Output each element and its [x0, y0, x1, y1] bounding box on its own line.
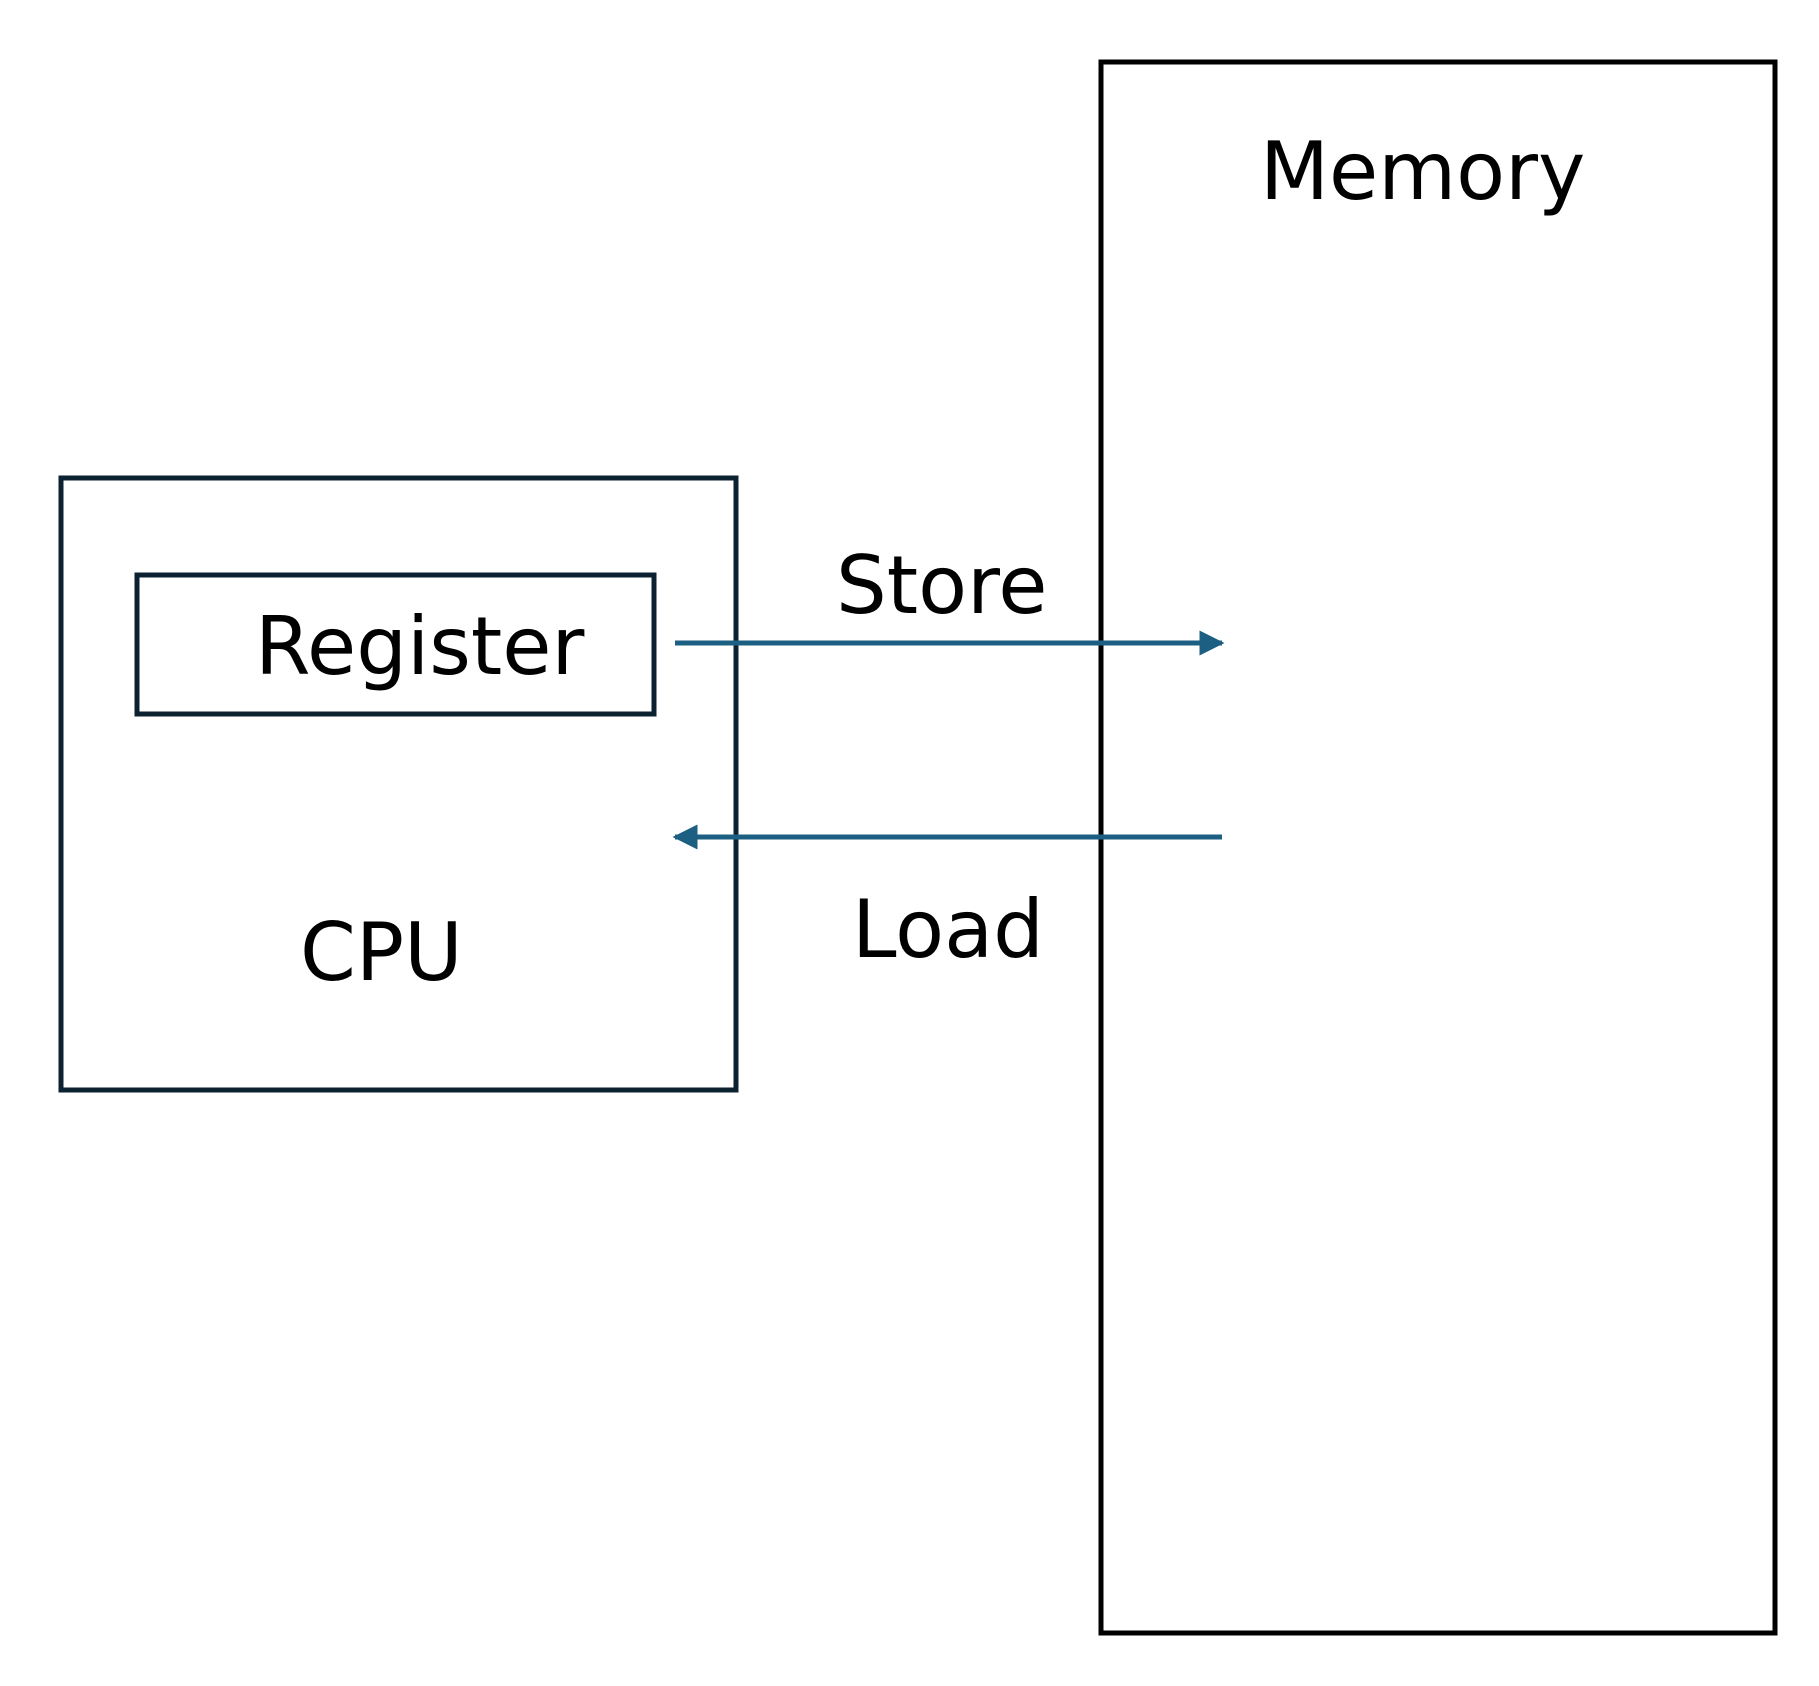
memory-box [1098, 59, 1778, 1636]
cpu-box [58, 475, 739, 1093]
load-label: Load [852, 883, 1044, 976]
register-label: Register [255, 600, 585, 693]
cpu-label: CPU [300, 906, 463, 999]
memory-label: Memory [1260, 125, 1586, 218]
store-label: Store [836, 539, 1048, 632]
register-box [134, 572, 657, 717]
